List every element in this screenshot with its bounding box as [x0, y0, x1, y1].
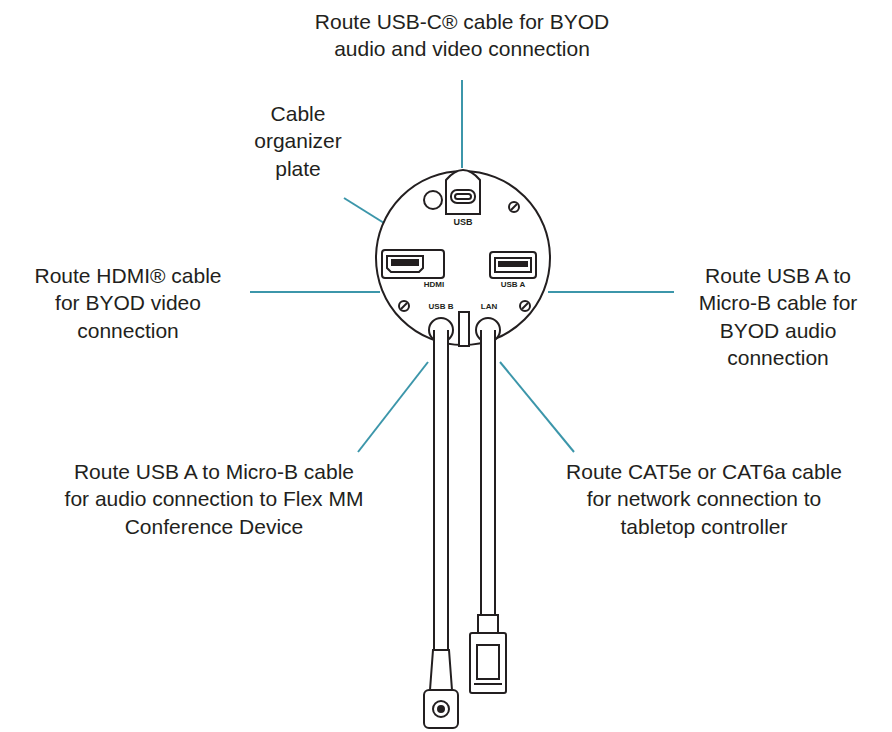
- screw-slot: [401, 303, 407, 309]
- rj45-contacts: [474, 683, 502, 685]
- usb-c-port: [451, 190, 475, 203]
- callout-text: Route USB A to Micro-B cable for BYOD au…: [692, 262, 864, 371]
- screw-slot: [511, 204, 517, 210]
- usb-cable: [434, 330, 448, 652]
- mounting-hole: [424, 191, 442, 209]
- callout-text: Cable organizer plate: [242, 100, 354, 182]
- usb-c-slot: [455, 194, 471, 199]
- screw: [509, 202, 519, 212]
- network-cable: [481, 330, 495, 618]
- plug-logo: [433, 701, 449, 717]
- port-marking: LAN: [481, 303, 497, 311]
- rj45-plug: [470, 633, 506, 693]
- usb-plug-boot: [430, 650, 452, 690]
- cable-organizer-plate: [376, 171, 550, 345]
- rj45-boot: [478, 615, 498, 633]
- network-cable-cover: [481, 330, 495, 360]
- rj45-latch: [477, 645, 499, 679]
- leader-line: [548, 291, 674, 293]
- usb-plug-body: [424, 690, 458, 728]
- screw: [399, 301, 409, 311]
- leader-line: [461, 80, 463, 168]
- port-marking: USB A: [501, 281, 526, 289]
- usb-c-tab: [446, 170, 480, 214]
- usb-a-contacts: [499, 262, 527, 266]
- cable-clip: [459, 312, 469, 346]
- callout-text: Route USB-C® cable for BYOD audio and vi…: [297, 8, 627, 63]
- callout-text: Route HDMI® cable for BYOD video connect…: [30, 262, 226, 344]
- port-marking: USB: [453, 218, 472, 227]
- leader-line: [500, 362, 574, 452]
- screw-slot: [522, 303, 528, 309]
- plug-logo-dot: [438, 706, 444, 712]
- usb-cable-cover: [434, 330, 448, 360]
- network-cable-edge: [480, 330, 482, 360]
- port-marking: HDMI: [424, 281, 444, 289]
- usb-cable-edge: [433, 330, 435, 360]
- screw: [520, 301, 530, 311]
- hdmi-port-housing: [382, 250, 444, 278]
- usb-a-port-housing: [490, 252, 536, 278]
- leader-line: [358, 362, 428, 452]
- port-marking: USB B: [429, 303, 454, 311]
- usb-a-port: [495, 258, 531, 272]
- usb-cable-edge: [447, 330, 449, 360]
- hdmi-port: [387, 256, 423, 272]
- callout-text: Route USB A to Micro-B cable for audio c…: [64, 458, 364, 540]
- leader-line: [250, 291, 380, 293]
- network-cable-edge: [494, 330, 496, 360]
- callout-text: Route CAT5e or CAT6a cable for network c…: [559, 458, 849, 540]
- hdmi-contacts: [392, 260, 418, 265]
